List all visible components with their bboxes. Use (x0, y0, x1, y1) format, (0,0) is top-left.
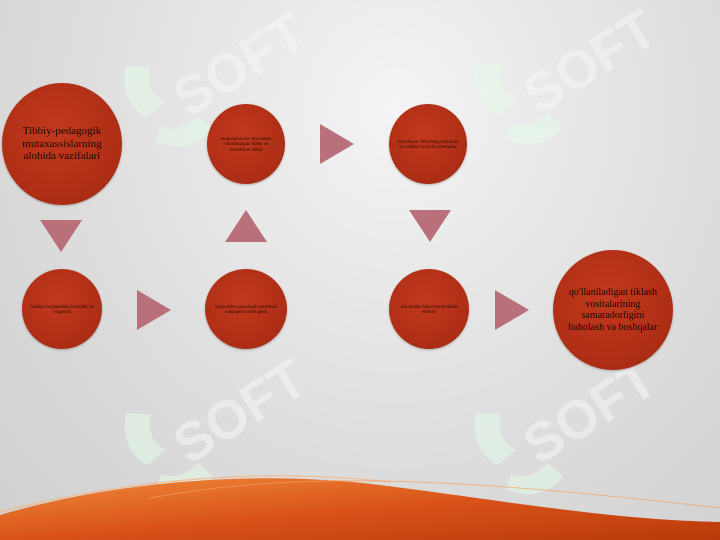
node-recommendations: korreksion ishlarning mazmuni va usullar… (389, 104, 467, 184)
node-observation: bolalar rivojlanishini kuzatish va o'rga… (22, 269, 102, 349)
node-analysis: o'quvchilar psixologik tekshiruvi natija… (205, 269, 287, 349)
arrow-down-2 (409, 210, 451, 242)
node-parents-label: ota-onalar bilan hamkorlikda ishlash (400, 303, 458, 314)
arrow-right-2 (320, 124, 354, 164)
node-main-task-label: Tibbiy-pedagogik mutaxassislarning alohi… (22, 125, 102, 163)
arrow-right-3 (495, 290, 529, 330)
node-observation-label: bolalar rivojlanishini kuzatish va o'rga… (30, 303, 94, 314)
node-analysis-label: o'quvchilar psixologik tekshiruvi natija… (214, 303, 278, 314)
arrow-up-1 (225, 210, 267, 242)
arrow-right-1 (137, 290, 171, 330)
node-parents: ota-onalar bilan hamkorlikda ishlash (389, 269, 469, 349)
node-evaluation-label: qo'llaniladigan tiklash vositalarining s… (568, 287, 658, 333)
node-specialist-work: mutaxassis lar tomonidan o'tkaziladigan … (207, 104, 285, 184)
node-recommendations-label: korreksion ishlarning mazmuni va usullar… (397, 138, 459, 149)
arrow-down-1 (40, 220, 82, 252)
node-evaluation: qo'llaniladigan tiklash vositalarining s… (553, 250, 673, 370)
node-specialist-work-label: mutaxassis lar tomonidan o'tkaziladigan … (220, 136, 272, 152)
node-main-task: Tibbiy-pedagogik mutaxassislarning alohi… (2, 83, 122, 205)
